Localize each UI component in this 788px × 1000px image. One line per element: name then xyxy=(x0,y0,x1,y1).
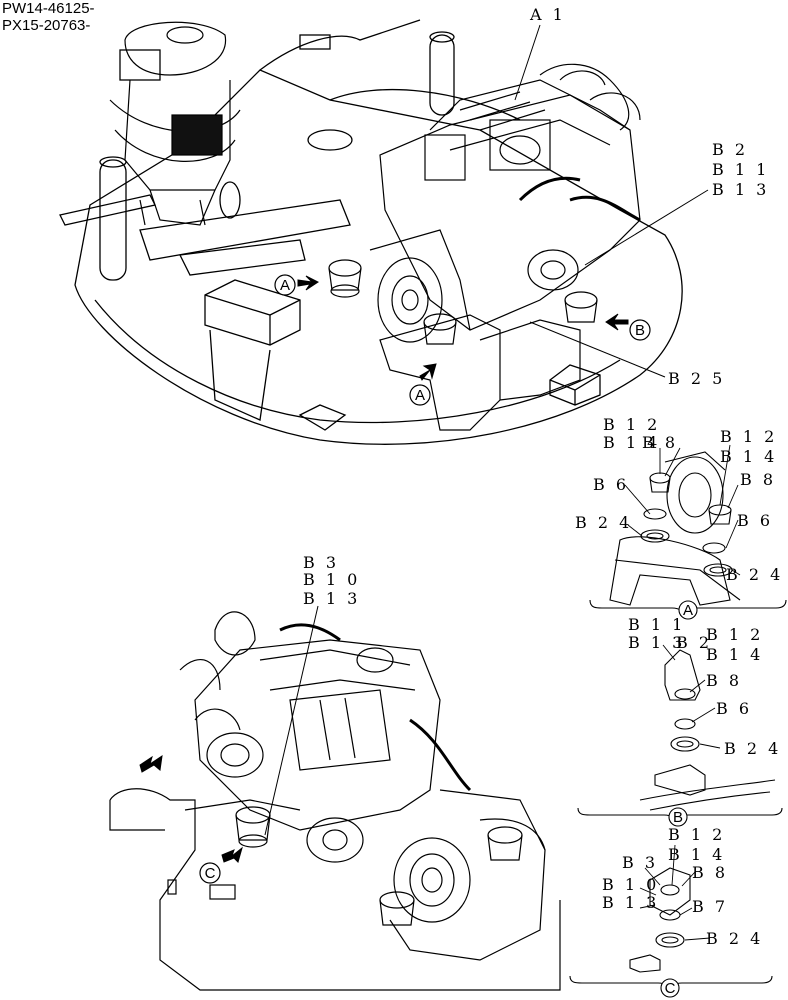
callout-b14-a-right: B 1 4 xyxy=(720,447,777,466)
detail-b-drawing xyxy=(639,649,776,811)
callout-b14-b: B 1 4 xyxy=(706,645,763,664)
callout-b3-lower: B 3 xyxy=(303,553,339,572)
detail-a-label: A xyxy=(683,602,693,619)
callout-b24-a-right: B 2 4 xyxy=(726,565,783,584)
detail-a-leaders xyxy=(624,444,741,576)
callout-b24-a-left: B 2 4 xyxy=(575,513,632,532)
callout-b14-a-left: B 1 4 xyxy=(603,433,660,452)
callout-b2-upper: B 2 xyxy=(712,140,748,159)
callout-b6-a-right: B 6 xyxy=(737,511,773,530)
callout-b3-c: B 3 xyxy=(622,853,658,872)
callout-b12-a-right: B 1 2 xyxy=(720,427,777,446)
view-marker-c-1 xyxy=(199,862,221,884)
callout-b8-a-right: B 8 xyxy=(740,470,776,489)
view-markers-upper xyxy=(274,274,651,406)
callout-b12-a-left: B 1 2 xyxy=(603,415,660,434)
leader-lines-upper xyxy=(514,24,709,378)
callout-b14-c: B 1 4 xyxy=(668,845,725,864)
detail-c-leaders xyxy=(639,844,711,941)
callout-b25: B 2 5 xyxy=(668,369,725,388)
callout-b11-upper: B 1 1 xyxy=(712,160,769,179)
detail-b-label: B xyxy=(673,809,683,826)
view-marker-c-label: C xyxy=(205,865,216,882)
callout-b8-a-left: B 8 xyxy=(642,433,678,452)
callout-b24-b: B 2 4 xyxy=(724,739,781,758)
callout-b24-c: B 2 4 xyxy=(706,929,763,948)
view-marker-a-2: A xyxy=(415,387,425,404)
view-marker-b-1: B xyxy=(635,322,645,339)
callout-b10-lower: B 1 0 xyxy=(303,570,360,589)
callout-b13-b: B 1 3 xyxy=(628,633,685,652)
callout-b6-a-left: B 6 xyxy=(593,475,629,494)
detail-c-drawing xyxy=(629,867,691,973)
callout-b7-c: B 7 xyxy=(692,897,728,916)
callout-b12-c: B 1 2 xyxy=(668,825,725,844)
detail-c-label: C xyxy=(665,980,676,997)
detail-a-marker xyxy=(678,600,698,620)
callout-b2-b: B 2 xyxy=(676,633,712,652)
detail-a-drawing xyxy=(609,451,741,606)
detail-c-marker xyxy=(660,978,680,998)
control-console-drawing xyxy=(109,21,241,226)
serial-number-1: PW14-46125- xyxy=(2,0,95,17)
callout-a1: A 1 xyxy=(529,5,566,24)
callout-b6-b: B 6 xyxy=(716,699,752,718)
detail-b-leaders xyxy=(662,644,721,749)
upper-frame-drawing xyxy=(59,19,683,445)
callout-b13-upper: B 1 3 xyxy=(712,180,769,199)
view-marker-a-1: A xyxy=(280,277,290,294)
callout-b13-lower: B 1 3 xyxy=(303,589,360,608)
callout-b13-c: B 1 3 xyxy=(602,893,659,912)
serial-number-2: PX15-20763- xyxy=(2,17,91,34)
callout-b10-c: B 1 0 xyxy=(602,875,659,894)
view-arrows-lower xyxy=(139,754,243,863)
callout-b12-b: B 1 2 xyxy=(706,625,763,644)
detail-b-marker xyxy=(668,807,688,827)
callout-b11-b: B 1 1 xyxy=(628,615,685,634)
view-arrows-upper xyxy=(297,275,629,381)
engine-lower-drawing xyxy=(109,611,561,991)
leader-lines-lower xyxy=(264,605,319,836)
callout-b8-c: B 8 xyxy=(692,863,728,882)
callout-b8-b: B 8 xyxy=(706,671,742,690)
